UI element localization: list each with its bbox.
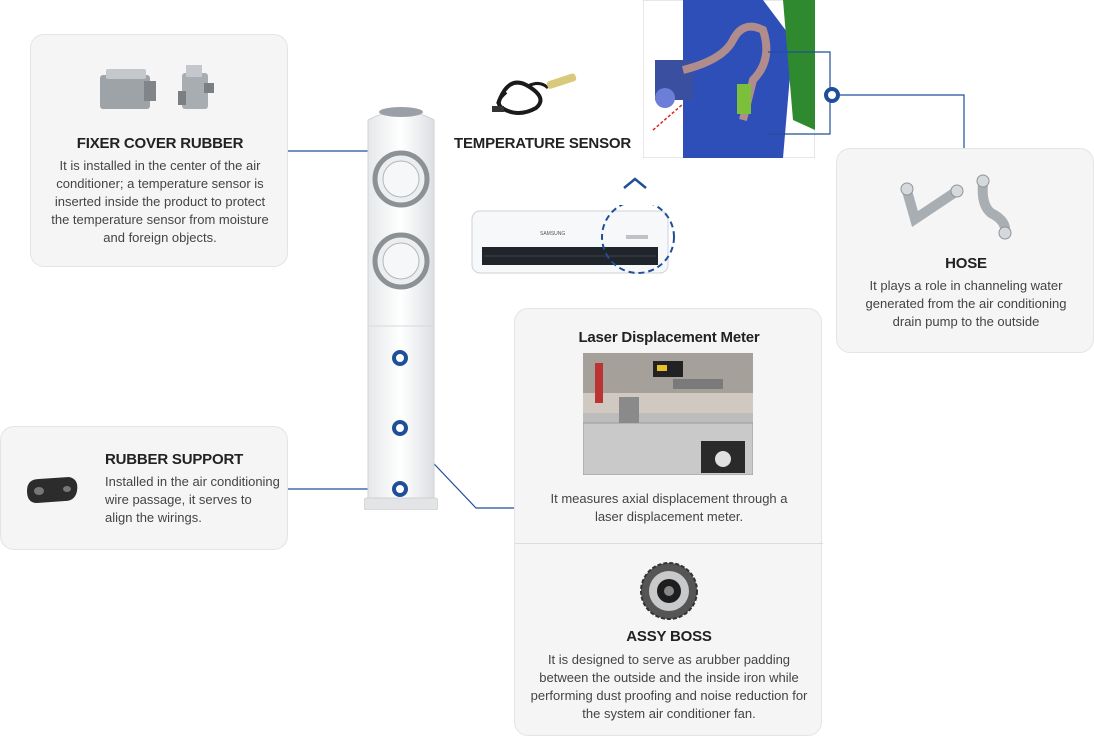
hose-card: HOSE It plays a role in channeling water…: [836, 148, 1094, 353]
fixer-cover-title: FIXER COVER RUBBER: [76, 135, 244, 152]
tower-unit-image: [363, 107, 439, 511]
hotspot-rubber-support[interactable]: [392, 481, 408, 497]
laser-assy-card: Laser Displacement Meter It measures axi…: [514, 308, 823, 736]
assy-boss-description: It is designed to serve as arubber paddi…: [530, 652, 808, 721]
assy-boss-title: ASSY BOSS: [626, 628, 712, 645]
tower-air-conditioner: [363, 104, 439, 511]
hose-cad-image: [643, 0, 815, 158]
rubber-support-title: RUBBER SUPPORT: [105, 451, 244, 468]
rubber-support-icon: [27, 477, 78, 503]
laser-meter-photo: [583, 353, 753, 475]
chevron-up-icon: [623, 177, 647, 189]
hose-icon: [900, 174, 1012, 240]
hose-description: It plays a role in channeling water gene…: [865, 278, 1067, 329]
assy-boss-icon: [640, 562, 698, 620]
card-divider: [515, 543, 823, 544]
fixer-cover-card: FIXER COVER RUBBER It is installed in th…: [30, 34, 288, 267]
svg-text:SAMSUNG: SAMSUNG: [540, 231, 565, 237]
wall-air-conditioner-image: SAMSUNG: [471, 205, 675, 274]
rubber-support-card: RUBBER SUPPORT Installed in the air cond…: [0, 426, 288, 550]
laser-meter-title: Laser Displacement Meter: [578, 329, 760, 346]
hotspot-laser-meter[interactable]: [392, 420, 408, 436]
laser-meter-description: It measures axial displacement through a…: [550, 491, 788, 524]
rubber-support-description: Installed in the air conditioning wire p…: [105, 474, 280, 525]
hose-title: HOSE: [945, 255, 987, 272]
hotspot-fixer-cover[interactable]: [392, 350, 408, 366]
fixer-cover-rubber-icon: [100, 65, 214, 109]
hotspot-hose[interactable]: [824, 87, 840, 103]
fixer-cover-description: It is installed in the center of the air…: [51, 158, 269, 245]
temperature-sensor-title: TEMPERATURE SENSOR: [454, 135, 631, 152]
temperature-sensor-icon: [492, 73, 577, 115]
